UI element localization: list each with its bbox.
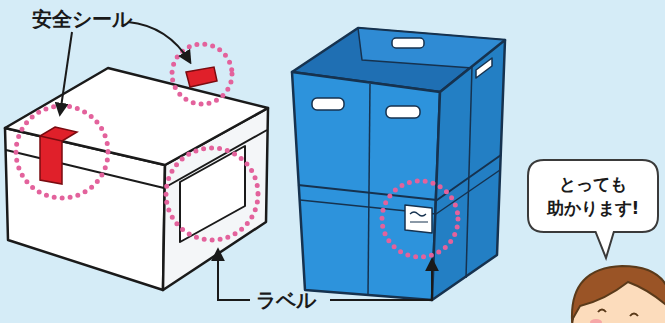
crate-rib (300, 170, 500, 214)
highlight-circle (382, 181, 458, 257)
bracket-arrow (218, 250, 250, 300)
callout-label: 安全シール (32, 6, 132, 33)
crate-rib (466, 66, 472, 278)
blush (590, 319, 602, 323)
callout-label: ラベル (256, 287, 316, 314)
eyes (598, 310, 638, 317)
leader-arrow (128, 22, 190, 62)
crate-rib (298, 155, 501, 200)
safety-seal (186, 67, 217, 87)
safety-seals (40, 67, 217, 184)
label-scribble (410, 212, 428, 222)
bracket-arrow (330, 260, 432, 300)
leader-arrow (60, 32, 72, 114)
safety-seal (40, 127, 77, 184)
crate-handle (392, 38, 424, 48)
character (572, 266, 665, 323)
crate-handle (386, 106, 420, 118)
crate-handle (476, 58, 492, 78)
crate-rib (368, 84, 370, 295)
seal-fold (40, 136, 62, 141)
box-label (180, 146, 245, 242)
styrofoam-box (5, 68, 268, 290)
crate-side-face (432, 40, 505, 300)
hair (572, 266, 665, 320)
plastic-crate (292, 28, 505, 300)
highlight-circle (172, 44, 232, 104)
crate-label (405, 205, 432, 233)
highlight-circle (16, 106, 108, 198)
leader-lines (60, 22, 432, 300)
crate-handle (312, 98, 344, 110)
speech-text: とっても 助かります! (528, 160, 658, 220)
speech-bubble: とっても 助かります! (528, 160, 658, 232)
bubble-outline (528, 160, 658, 232)
highlight-circles (16, 44, 458, 257)
highlight-circle (166, 148, 258, 240)
bubble-shape (528, 160, 658, 258)
